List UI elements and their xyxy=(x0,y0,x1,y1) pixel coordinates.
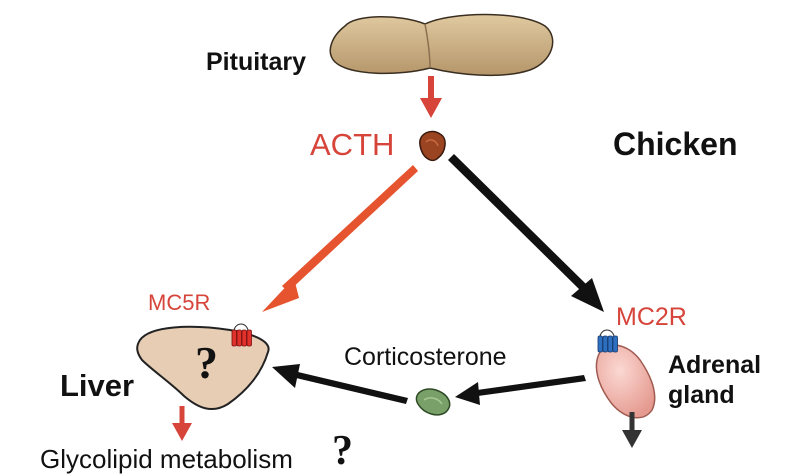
glycolipid-metabolism-label: Glycolipid metabolism xyxy=(40,444,293,474)
diagram: Pituitary ACTH Chicken MC5R MC2R Cortico… xyxy=(40,13,762,472)
mc5r-receptor-icon xyxy=(231,323,252,347)
bottom-question-mark: ? xyxy=(332,428,353,474)
adrenal-gland-label: Adrenal gland xyxy=(668,351,762,409)
corticosterone-label: Corticosterone xyxy=(344,343,507,371)
adrenal-to-corticosterone-arrow xyxy=(455,375,586,405)
corticosterone-to-liver-arrow xyxy=(272,364,408,404)
pituitary-gland-icon xyxy=(329,13,554,77)
pituitary-label: Pituitary xyxy=(206,48,307,76)
mc5r-label: MC5R xyxy=(148,290,211,315)
liver-label: Liver xyxy=(60,368,135,403)
mc2r-label: MC2R xyxy=(616,303,687,331)
corticosterone-molecule-icon xyxy=(415,388,451,416)
acth-label: ACTH xyxy=(310,127,395,162)
liver-icon xyxy=(136,325,270,411)
liver-question-mark: ? xyxy=(195,337,218,388)
mc2r-receptor-icon xyxy=(597,329,618,353)
adrenal-gland-icon xyxy=(595,344,656,419)
acth-to-adrenal-arrow xyxy=(448,154,604,312)
liver-down-arrow xyxy=(172,406,192,441)
pituitary-to-acth-arrow xyxy=(420,76,442,118)
acth-hormone-icon xyxy=(419,130,446,162)
adrenal-down-arrow xyxy=(622,412,642,448)
acth-to-liver-arrow xyxy=(262,165,418,312)
species-label: Chicken xyxy=(613,126,738,162)
diagram-canvas xyxy=(136,13,656,448)
